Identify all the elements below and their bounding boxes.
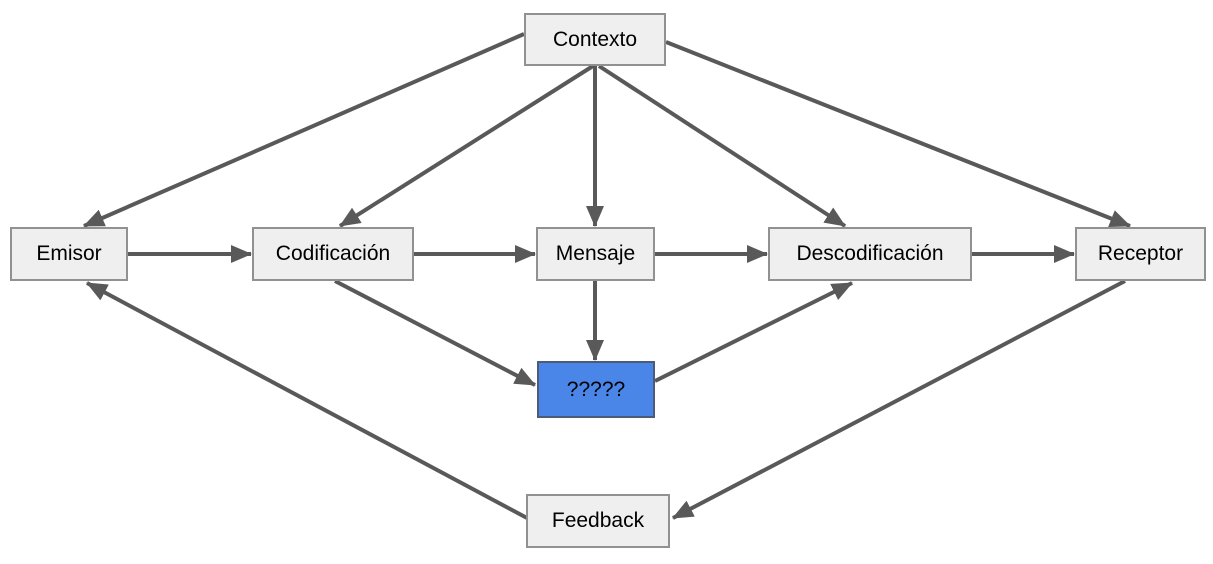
node-codificacion[interactable]: Codificación bbox=[252, 227, 414, 281]
edge-contexto-to-codificacion bbox=[338, 64, 595, 228]
node-descodificacion-label: Descodificación bbox=[796, 242, 944, 265]
node-unknown-placeholder[interactable]: ????? bbox=[537, 361, 655, 418]
node-receptor-label: Receptor bbox=[1097, 242, 1184, 265]
node-descodificacion[interactable]: Descodificación bbox=[768, 227, 972, 281]
node-mensaje[interactable]: Mensaje bbox=[536, 227, 655, 281]
edge-contexto-to-descodificacion bbox=[597, 64, 847, 228]
edge-receptor-to-feedback bbox=[672, 279, 1126, 520]
node-contexto[interactable]: Contexto bbox=[524, 13, 666, 66]
node-emisor[interactable]: Emisor bbox=[10, 227, 128, 281]
edge-contexto-to-receptor bbox=[665, 40, 1131, 228]
node-unknown-label: ????? bbox=[566, 377, 626, 401]
node-feedback-label: Feedback bbox=[551, 509, 645, 532]
node-receptor[interactable]: Receptor bbox=[1075, 227, 1206, 281]
edge-contexto-to-emisor bbox=[83, 32, 525, 228]
node-emisor-label: Emisor bbox=[36, 242, 102, 265]
edge-codificacion-to-unknown bbox=[334, 279, 536, 387]
node-codificacion-label: Codificación bbox=[275, 242, 391, 265]
edge-unknown-to-descodificacion bbox=[654, 281, 853, 383]
node-contexto-label: Contexto bbox=[552, 27, 638, 51]
edge-feedback-to-emisor bbox=[86, 281, 528, 520]
node-feedback[interactable]: Feedback bbox=[526, 494, 670, 548]
node-mensaje-label: Mensaje bbox=[555, 242, 636, 265]
